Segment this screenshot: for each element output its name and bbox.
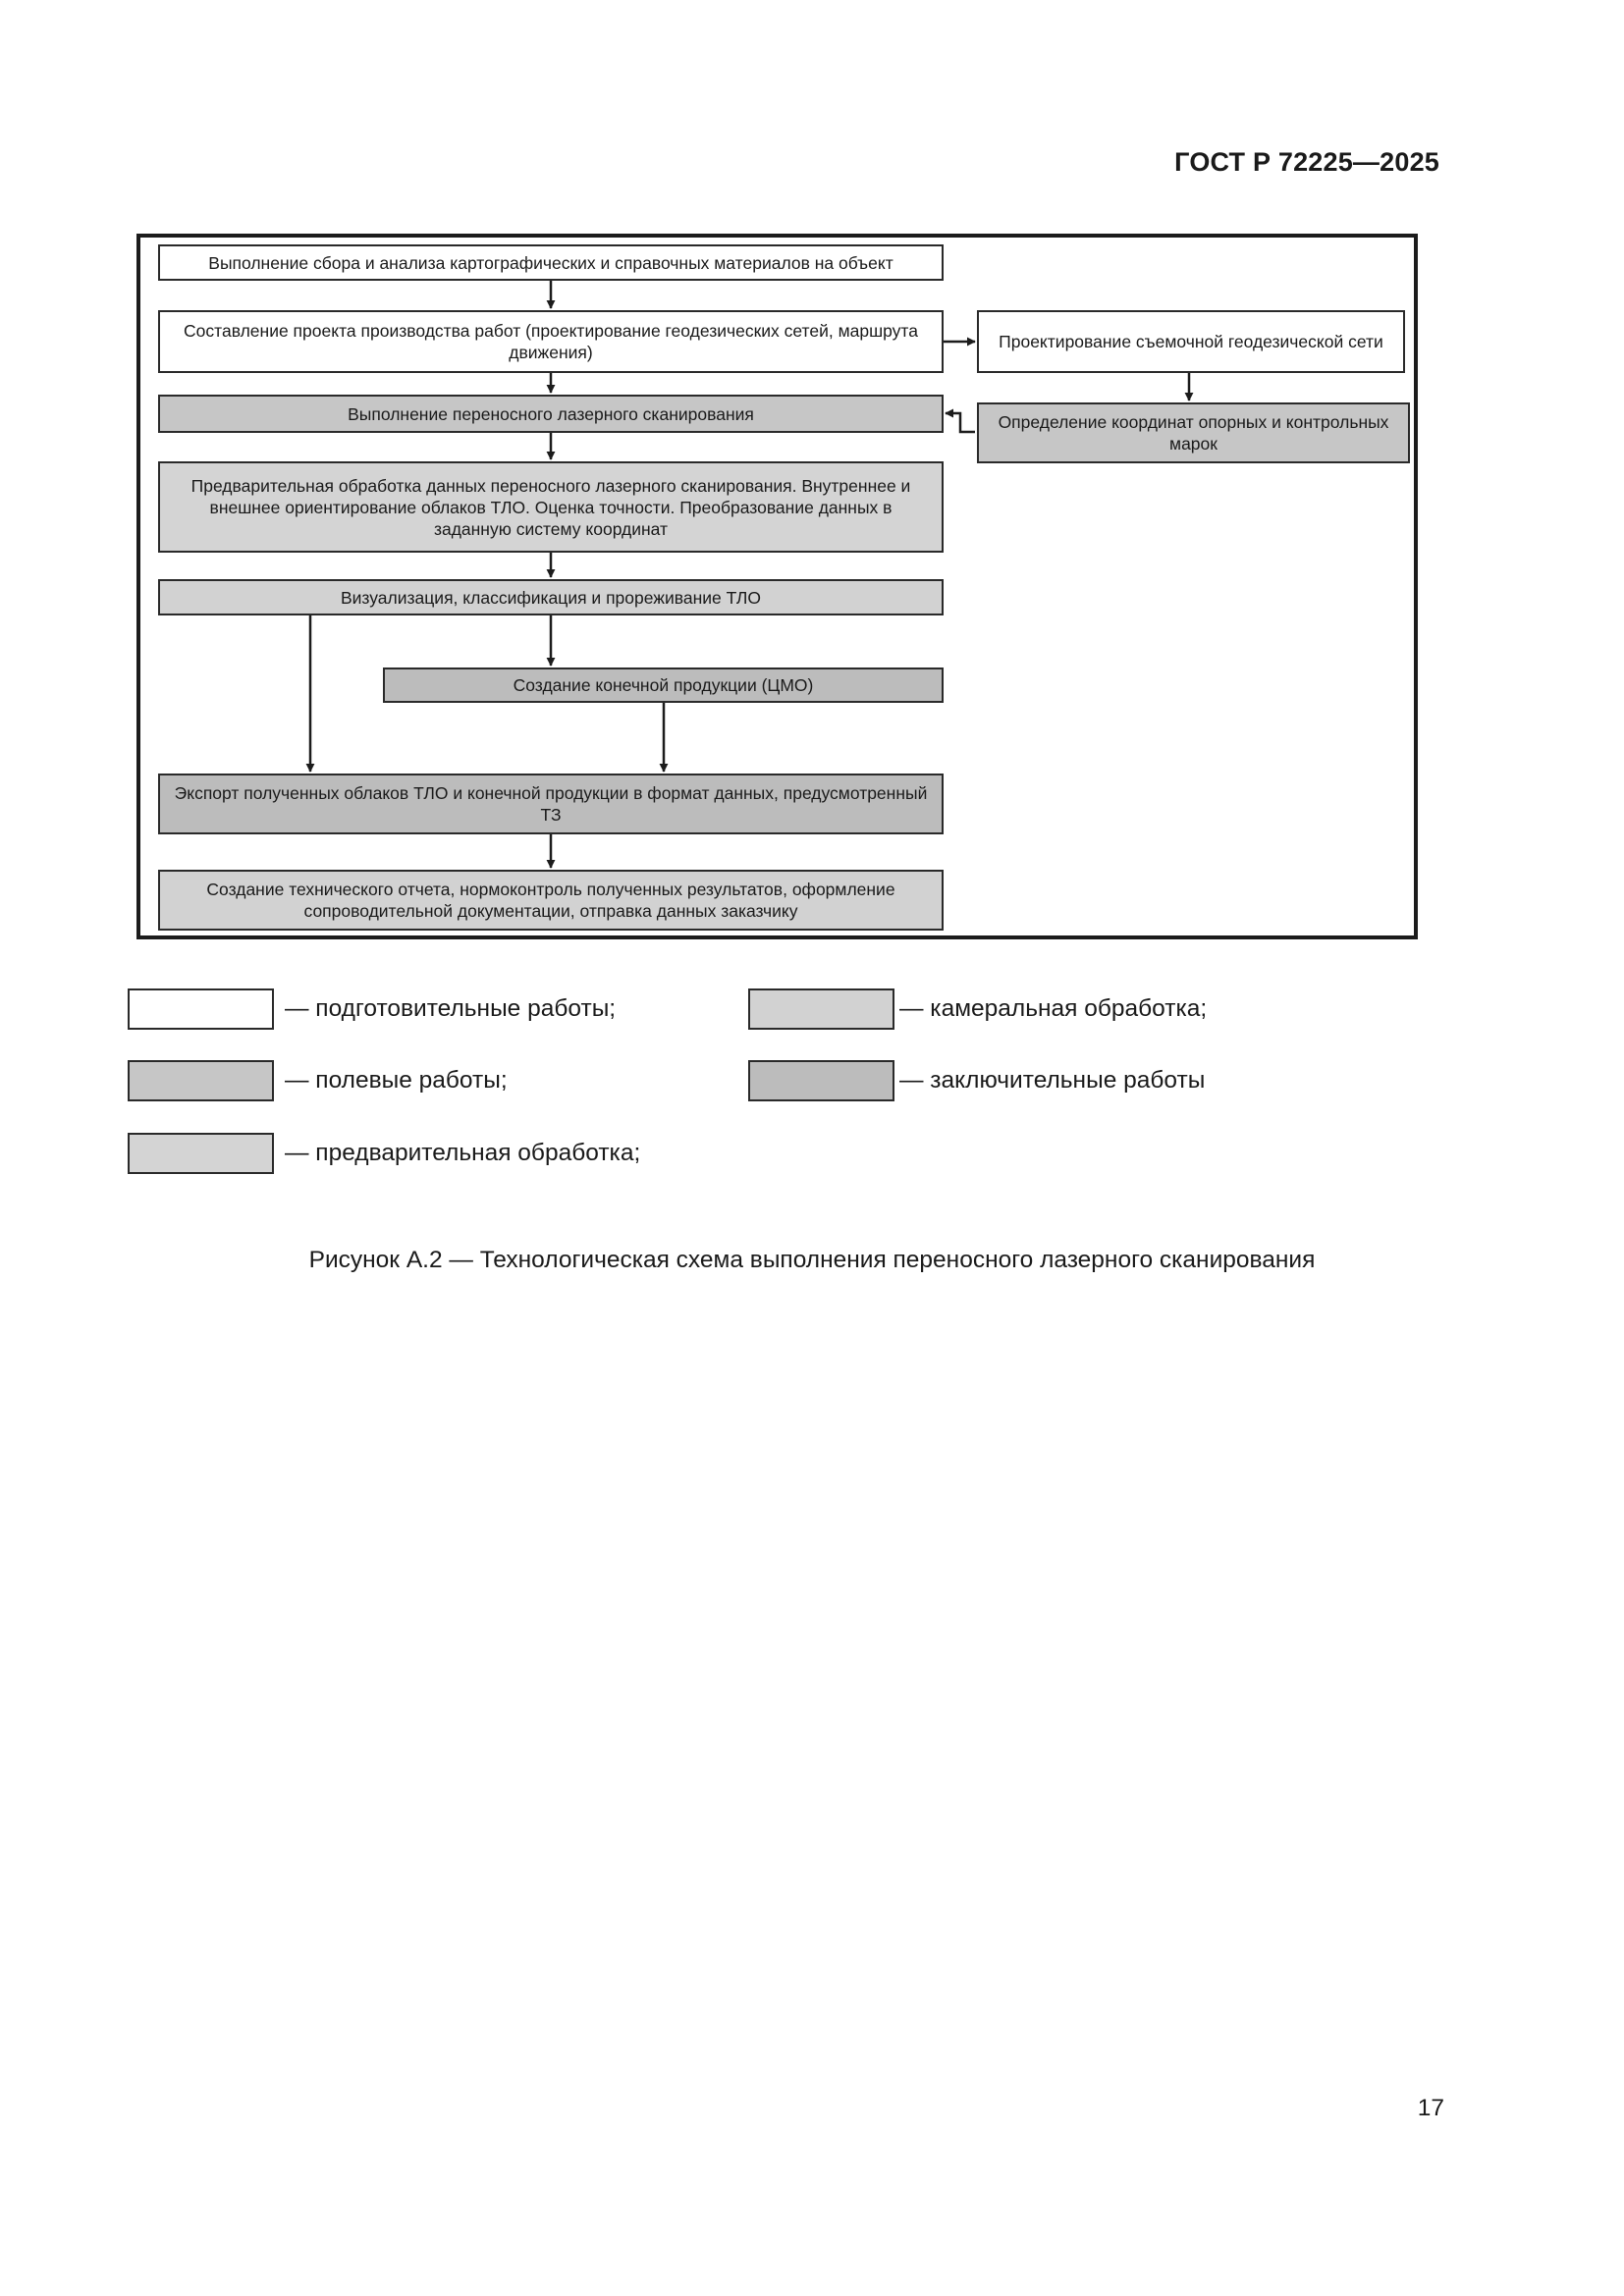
legend-swatch-preparatory: [128, 988, 274, 1030]
legend-label-field: — полевые работы;: [285, 1067, 508, 1094]
arrow-coords-scan: [945, 408, 975, 434]
node-preprocessing: Предварительная обработка данных перенос…: [158, 461, 944, 553]
page-number: 17: [1417, 2095, 1444, 2121]
figure-caption: Рисунок А.2 — Технологическая схема выпо…: [308, 1247, 1316, 1273]
node-final-product: Создание конечной продукции (ЦМО): [383, 667, 944, 703]
legend-label-office: — камеральная обработка;: [899, 995, 1208, 1022]
node-laser-scanning: Выполнение переносного лазерного сканиро…: [158, 395, 944, 433]
legend-swatch-office: [748, 988, 894, 1030]
node-export: Экспорт полученных облаков ТЛО и конечно…: [158, 774, 944, 834]
node-reference-coordinates: Определение координат опорных и контроль…: [977, 402, 1410, 463]
legend-swatch-field: [128, 1060, 274, 1101]
legend-label-preliminary: — предварительная обработка;: [285, 1140, 641, 1166]
node-visualization: Визуализация, классификация и прореживан…: [158, 579, 944, 615]
legend-swatch-preliminary: [128, 1133, 274, 1174]
flowchart-frame: [136, 234, 1418, 939]
legend-label-preparatory: — подготовительные работы;: [285, 995, 617, 1022]
node-report: Создание технического отчета, нормоконтр…: [158, 870, 944, 931]
legend-swatch-final: [748, 1060, 894, 1101]
document-code: ГОСТ Р 72225—2025: [1174, 147, 1439, 177]
node-geodetic-network: Проектирование съемочной геодезической с…: [977, 310, 1405, 373]
legend-label-final: — заключительные работы: [899, 1067, 1206, 1094]
node-collect-materials: Выполнение сбора и анализа картографичес…: [158, 244, 944, 281]
node-work-project: Составление проекта производства работ (…: [158, 310, 944, 373]
